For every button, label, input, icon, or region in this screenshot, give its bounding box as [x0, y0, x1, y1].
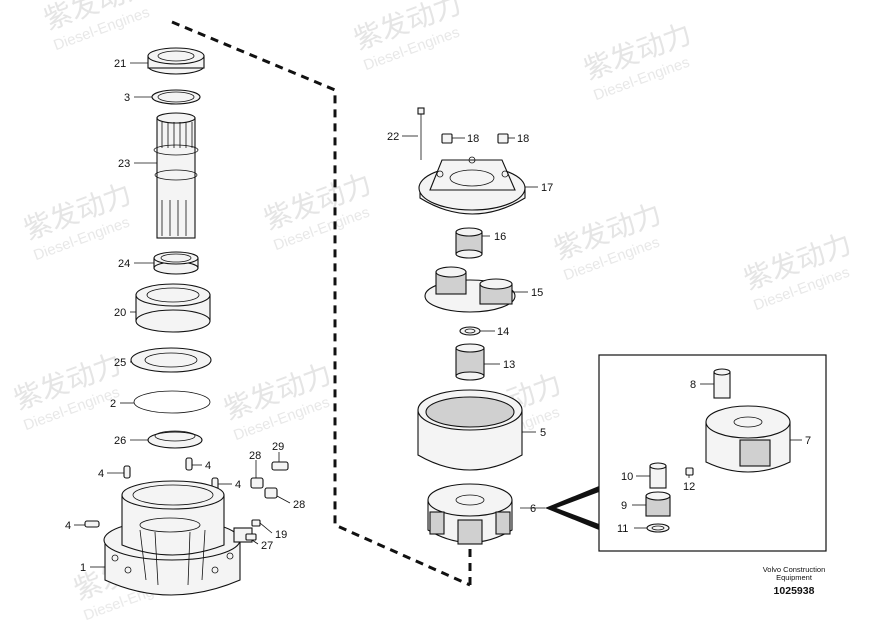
part-24-ring [153, 251, 199, 275]
part-17-cover [418, 156, 526, 215]
callout-3: 3 [124, 92, 130, 104]
callout-18: 18 [517, 133, 529, 145]
leader-lines [74, 62, 802, 568]
callout-11: 11 [617, 523, 628, 535]
callout-19: 19 [275, 529, 287, 541]
footer-company-line1: Volvo Construction [763, 565, 826, 574]
watermark-4: 紫发动力 Diesel-Engines [19, 177, 136, 264]
watermark-2: 紫发动力 Diesel-Engines [349, 0, 466, 74]
callout-4: 4 [65, 520, 71, 532]
part-5-ring-gear [417, 389, 523, 471]
callout-26: 26 [114, 435, 126, 447]
part-28-29-fittings [245, 461, 289, 541]
callout-28: 28 [249, 450, 261, 462]
part-20-bearing [135, 283, 211, 333]
part-3-ring [151, 89, 201, 105]
part-9-gear [645, 491, 671, 517]
callout-10: 10 [621, 471, 633, 483]
callout-17: 17 [541, 182, 553, 194]
callout-25: 25 [114, 357, 126, 369]
drawing-footer: Volvo Construction Equipment 1025938 [763, 565, 826, 597]
watermark-6: 紫发动力 Diesel-Engines [549, 197, 666, 284]
callout-5: 5 [540, 427, 546, 439]
dashed-connector-main [171, 20, 471, 587]
watermark-1: 紫发动力 Diesel-Engines [39, 0, 156, 54]
part-13-gear [455, 343, 485, 381]
callout-27: 27 [261, 540, 273, 552]
callout-24: 24 [118, 258, 130, 270]
callout-4: 4 [235, 479, 241, 491]
callout-labels: 21 3 23 24 20 25 2 26 4 4 4 4 1 28 29 28… [65, 58, 811, 574]
watermark-7: 紫发动力 Diesel-Engines [739, 227, 856, 314]
callout-1: 1 [80, 562, 86, 574]
callout-6: 6 [530, 503, 536, 515]
part-1-housing [103, 480, 253, 596]
part-7-carrier [705, 405, 791, 473]
part-22-bolt [417, 107, 425, 160]
part-23-pinion-shaft [153, 112, 199, 239]
part-18-plugs [441, 133, 509, 144]
watermark-5: 紫发动力 Diesel-Engines [259, 167, 376, 254]
callout-2: 2 [110, 398, 116, 410]
inset-pointer [520, 486, 599, 530]
part-2-o-ring [133, 390, 211, 414]
callout-22: 22 [387, 131, 399, 143]
part-15-planet-carrier [424, 266, 516, 313]
callout-4: 4 [98, 468, 104, 480]
callout-29: 29 [272, 441, 284, 453]
assembly-path [171, 20, 701, 587]
watermark-3: 紫发动力 Diesel-Engines [579, 17, 696, 104]
part-16-sun-gear [455, 227, 483, 259]
drawing-number: 1025938 [774, 585, 815, 597]
callout-16: 16 [494, 231, 506, 243]
callout-20: 20 [114, 307, 126, 319]
part-21-bearing [147, 47, 205, 75]
callout-9: 9 [621, 500, 627, 512]
callout-14: 14 [497, 326, 509, 338]
part-11-washer [646, 523, 670, 533]
inset-detail [598, 354, 827, 552]
callout-28: 28 [293, 499, 305, 511]
callout-21: 21 [114, 58, 126, 70]
watermark-9: 紫发动力 Diesel-Engines [219, 357, 336, 444]
part-6-carrier [427, 483, 513, 545]
callout-7: 7 [805, 435, 811, 447]
callout-23: 23 [118, 158, 130, 170]
part-10-bushing [649, 462, 667, 489]
part-8-pin [713, 368, 731, 399]
part-4-pins [84, 457, 219, 528]
callout-4: 4 [205, 460, 211, 472]
footer-company-line2: Equipment [776, 573, 813, 582]
callout-15: 15 [531, 287, 543, 299]
callout-13: 13 [503, 359, 515, 371]
part-12-pin [685, 467, 694, 476]
callout-8: 8 [690, 379, 696, 391]
pointer-arrow-icon [545, 486, 599, 510]
part-26-seal [147, 430, 203, 449]
callout-12: 12 [683, 481, 695, 493]
part-25-shim [130, 347, 212, 373]
part-14-washer [459, 326, 481, 336]
callout-18: 18 [467, 133, 479, 145]
